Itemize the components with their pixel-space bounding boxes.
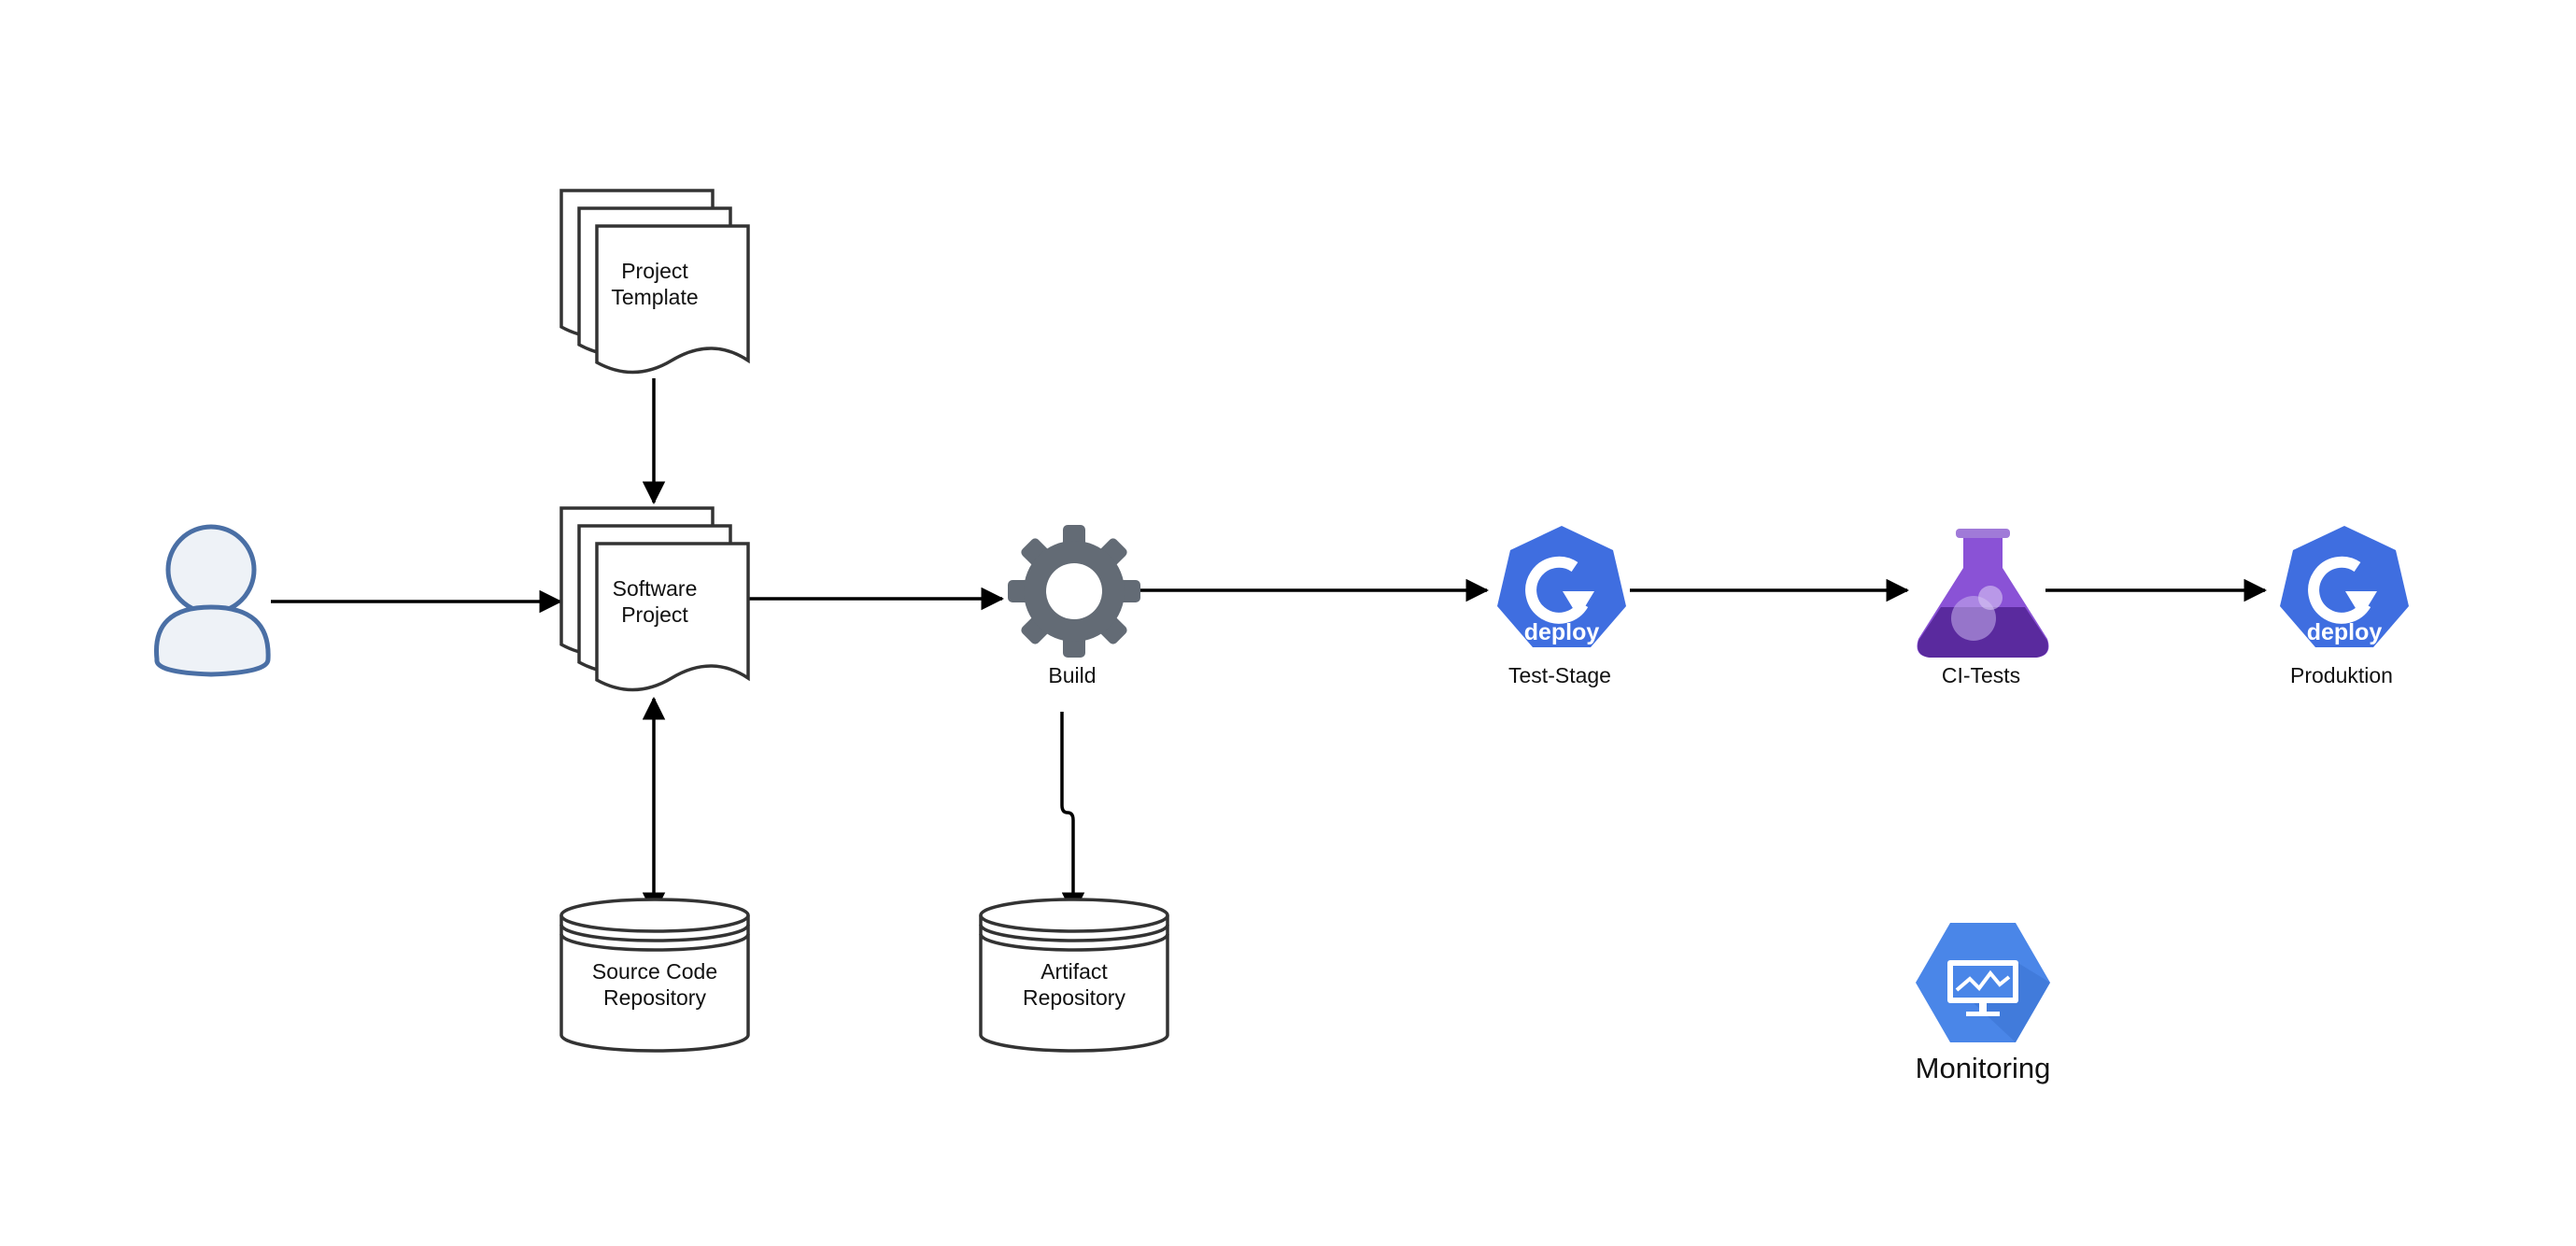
- kubernetes-deploy-icon: deploy: [1497, 526, 1626, 647]
- project-template-node[interactable]: Project Template: [559, 189, 750, 375]
- edges: [271, 378, 2268, 916]
- project-template-label-line1: Project: [621, 259, 688, 283]
- build-label: Build: [1048, 663, 1096, 687]
- gear-icon: [1008, 525, 1140, 658]
- user-icon: [153, 524, 271, 677]
- software-project-label-line1: Software: [613, 576, 698, 601]
- monitor-icon: [1916, 923, 2050, 1042]
- monitoring-label: Monitoring: [1916, 1052, 2051, 1084]
- produktion-label: Produktion: [2290, 663, 2393, 687]
- ci-tests-node[interactable]: CI-Tests: [1917, 529, 2049, 687]
- ci-tests-label: CI-Tests: [1942, 663, 2020, 687]
- test-stage-node[interactable]: deploy Test-Stage: [1497, 526, 1626, 687]
- artifact-repository-label-line1: Artifact: [1040, 959, 1108, 984]
- project-template-label-line2: Template: [611, 285, 698, 309]
- artifact-repository-label-line2: Repository: [1023, 985, 1125, 1010]
- kubernetes-deploy-icon: deploy: [2280, 526, 2409, 647]
- artifact-repository-node[interactable]: Artifact Repository: [979, 898, 1169, 1053]
- source-code-repository-label-line1: Source Code: [592, 959, 717, 984]
- test-stage-deploy-badge: deploy: [1524, 619, 1600, 645]
- source-code-repository-node[interactable]: Source Code Repository: [559, 898, 750, 1053]
- edge-build-to-artifact-repo: [1060, 712, 1085, 916]
- test-stage-label: Test-Stage: [1508, 663, 1611, 687]
- produktion-node[interactable]: deploy Produktion: [2280, 526, 2409, 687]
- produktion-deploy-badge: deploy: [2307, 619, 2383, 645]
- flask-icon: [1917, 529, 2049, 658]
- source-code-repository-label-line2: Repository: [603, 985, 706, 1010]
- software-project-label-line2: Project: [621, 602, 688, 627]
- monitoring-node[interactable]: Monitoring: [1916, 923, 2051, 1084]
- build-node[interactable]: Build: [1008, 525, 1140, 687]
- software-project-node[interactable]: Software Project: [559, 506, 750, 692]
